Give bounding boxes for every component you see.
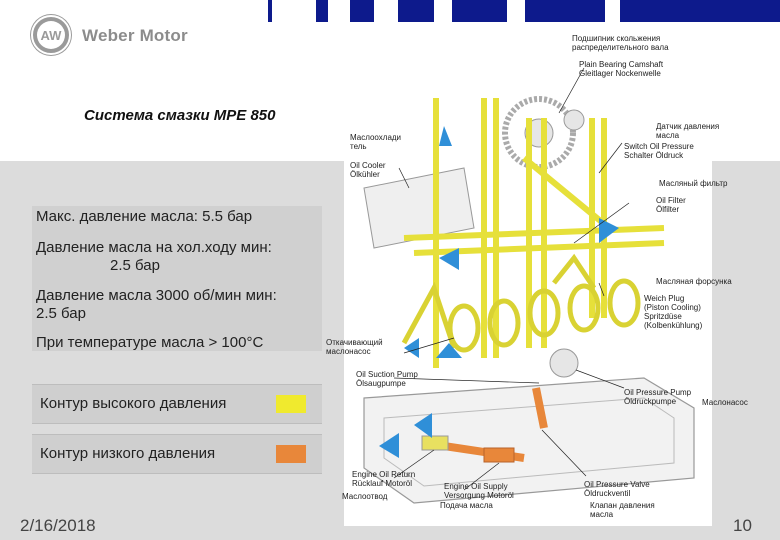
- flow-arrows: [379, 126, 619, 458]
- oil-return-fitting: [421, 435, 449, 451]
- footer-date: 2/16/2018: [20, 516, 96, 535]
- accent-stripe: [620, 0, 780, 22]
- accent-stripe: [268, 0, 272, 22]
- accent-stripe: [525, 0, 605, 22]
- pump-pulley: [549, 348, 579, 378]
- leader-lines: [393, 67, 630, 491]
- logo-letters: AW: [41, 28, 63, 43]
- oil-return-label-ru: Маслоотвод: [342, 492, 388, 501]
- page-number: 10: [733, 516, 752, 535]
- oil-filter-label-ru: Масляный фильтр: [659, 179, 728, 188]
- oil-nozzle-label-ru: Масляная форсунка: [656, 277, 732, 286]
- pressure-pump-label-ru: Маслонасос: [702, 398, 748, 407]
- page-title: Система смазки MPE 850: [84, 107, 276, 124]
- spec-max-pressure: Макс. давление масла: 5.5 бар: [36, 208, 253, 225]
- cam-bearing: [563, 109, 585, 131]
- spec-3000rpm-pressure-value: 2.5 бар: [36, 305, 86, 322]
- oil-pan: [363, 377, 695, 504]
- accent-stripe: [350, 0, 374, 22]
- spec-idle-pressure-value: 2.5 бар: [110, 257, 160, 274]
- spec-3000rpm-pressure: Давление масла 3000 об/мин мин:: [36, 287, 277, 304]
- legend-high-label: Контур высокого давления: [40, 395, 227, 412]
- legend-low-pressure: Контур низкого давления: [32, 434, 322, 474]
- legend-low-swatch: [276, 445, 306, 463]
- specs-box: [32, 206, 322, 351]
- accent-stripe: [452, 0, 507, 22]
- crankshaft: [401, 253, 641, 353]
- brand-name: Weber Motor: [82, 26, 188, 45]
- cam-gear: [502, 96, 576, 170]
- accent-stripe: [316, 0, 328, 22]
- spec-temperature: При температуре масла > 100°С: [36, 334, 264, 351]
- oil-cooler-block: [363, 167, 475, 249]
- engine-illustration: [363, 67, 695, 504]
- legend-high-swatch: [276, 395, 306, 413]
- oil-supply-fitting: [483, 447, 515, 463]
- oil-nozzle-label-en: Weich Plug(Piston Cooling)Spritzdüse(Kol…: [644, 294, 703, 330]
- oil-supply-label-ru: Подача масла: [440, 501, 493, 510]
- spec-idle-pressure: Давление масла на хол.ходу мин:: [36, 239, 272, 256]
- legend-low-label: Контур низкого давления: [40, 445, 216, 462]
- accent-stripe: [398, 0, 434, 22]
- legend-high-pressure: Контур высокого давления: [32, 384, 322, 424]
- top-accent-bar: [0, 0, 780, 22]
- brand-logo: AW: [30, 14, 72, 56]
